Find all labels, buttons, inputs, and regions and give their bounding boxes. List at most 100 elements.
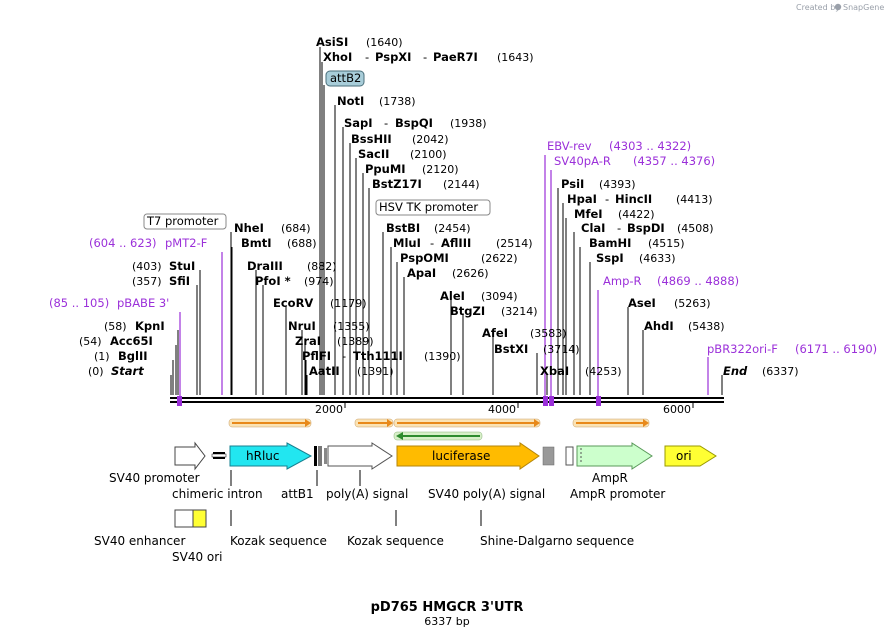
enzyme-tth111i: Tth111I — [353, 349, 403, 363]
t7-promoter-box — [143, 213, 227, 230]
ampr-promoter-block — [565, 446, 574, 466]
primer-amp-r-pos: (4869 .. 4888) — [657, 274, 739, 288]
enzyme-draiii: DraIII — [247, 259, 283, 273]
enzyme-mlui: MluI — [393, 236, 421, 250]
enzyme-clai: ClaI — [581, 221, 605, 235]
enzyme-alei: AleI — [440, 289, 465, 303]
primer-pbabe-3-pos: (85 .. 105) — [49, 296, 109, 310]
label-ampr-promoter: AmpR promoter — [570, 487, 665, 501]
feature-label-lines — [230, 470, 482, 526]
enzyme-ecorv-pos: (1179) — [330, 297, 367, 310]
enzyme-mlui-pos: (2514) — [496, 237, 533, 250]
enzyme-pfoi: PfoI * — [255, 274, 291, 288]
sv40-ori-block — [192, 509, 207, 528]
enzyme-xhoi-pos: (1643) — [497, 51, 534, 64]
enzyme-pfoi-pos: (974) — [304, 275, 334, 288]
primer-ebv-rev-pos: (4303 .. 4322) — [609, 139, 691, 153]
primer-ebv-rev: EBV-rev — [547, 139, 592, 153]
sequence-backbone — [170, 397, 724, 403]
enzyme-bmti: BmtI — [241, 236, 272, 250]
enzyme-pspxi: PspXI — [375, 50, 411, 64]
enzyme-psii: PsiI — [561, 177, 584, 191]
enzyme-nrui: NruI — [288, 319, 316, 333]
map-title: pD765 HMGCR 3'UTR — [371, 600, 524, 615]
label-polya-signal: poly(A) signal — [326, 487, 408, 501]
end-pos: (6337) — [762, 365, 799, 378]
label-sv40-polya-signal: SV40 poly(A) signal — [428, 487, 545, 501]
hrluc-arrow — [229, 442, 313, 470]
enzyme-mfei-pos: (4422) — [618, 208, 655, 221]
enzyme-asisi-pos: (1640) — [366, 36, 403, 49]
enzyme-pspomi-pos: (2622) — [481, 252, 518, 265]
label-attb1: attB1 — [281, 487, 314, 501]
ruler-label-2000: 2000 — [315, 403, 343, 416]
kozak-block — [314, 446, 317, 466]
ruler-label-6000: 6000 — [663, 403, 691, 416]
primer-sv40pa-r: SV40pA-R — [554, 154, 611, 168]
enzyme-sspi: SspI — [596, 251, 624, 265]
primer-pbabe-3: pBABE 3' — [117, 296, 169, 310]
end-label: End — [723, 364, 748, 378]
enzyme-kpni: KpnI — [135, 319, 165, 333]
credit-text: Created by — [796, 3, 840, 12]
enzyme-bamhi-pos: (4515) — [648, 237, 685, 250]
map-subtitle: 6337 bp — [424, 615, 469, 628]
primer-pbr322ori-f: pBR322ori-F — [707, 342, 778, 356]
start-label: Start — [111, 364, 144, 378]
enzyme-sspi-pos: (4633) — [639, 252, 676, 265]
primer-pmt2-f-pos: (604 .. 623) — [89, 236, 157, 250]
feature-track: hRluc luciferase ori — [174, 441, 717, 471]
enzyme-pflfi: PflFI — [302, 349, 331, 363]
credit-brand: SnapGene — [843, 3, 884, 12]
snapgene-logo-icon — [834, 3, 842, 11]
primer-marks — [177, 396, 601, 406]
enzyme-nrui-pos: (1355) — [333, 320, 370, 333]
ampr-arrow — [576, 442, 653, 470]
feature-ori: ori — [676, 449, 692, 463]
enzyme-bstz17i-pos: (2144) — [443, 178, 480, 191]
label-sv40-ori: SV40 ori — [172, 550, 223, 564]
enzyme-bsshii: BssHII — [351, 132, 392, 146]
enzyme-bglii-pos: (1) — [94, 350, 110, 363]
enzyme-bamhi: BamHI — [589, 236, 631, 250]
attb2-box — [325, 70, 365, 87]
enzyme-aatii-pos: (1391) — [357, 365, 394, 378]
label-sv40-enhancer: SV40 enhancer — [94, 534, 185, 548]
dash: - — [617, 221, 621, 235]
enzyme-asisi: AsiSI — [316, 35, 348, 49]
dash: - — [423, 50, 427, 64]
hsv-tk-promoter-box — [375, 199, 491, 216]
feature-hsv-tk-promoter: HSV TK promoter — [379, 200, 478, 214]
enzyme-sapi: SapI — [344, 116, 373, 130]
sv40-promoter-arrow — [174, 441, 206, 471]
label-kozak-sequence-1: Kozak sequence — [230, 534, 327, 548]
enzyme-clai-pos: (4508) — [677, 222, 714, 235]
enzyme-sapi-pos: (1938) — [450, 117, 487, 130]
enzyme-sacii-pos: (2100) — [410, 148, 447, 161]
enzyme-pspomi: PspOMI — [400, 251, 449, 265]
enzyme-afei-pos: (3583) — [530, 327, 567, 340]
enzyme-bspqi: BspQI — [395, 116, 433, 130]
ruler-ticks — [344, 402, 694, 408]
enzyme-bmti-pos: (688) — [287, 237, 317, 250]
feature-t7-promoter: T7 promoter — [146, 214, 219, 228]
luciferase-arrow — [396, 442, 540, 470]
enzyme-mfei: MfeI — [574, 207, 603, 221]
dash: - — [384, 116, 388, 130]
label-kozak-sequence-2: Kozak sequence — [347, 534, 444, 548]
primer-pmt2-f: pMT2-F — [165, 236, 207, 250]
enzyme-btgzi: BtgZI — [450, 304, 485, 318]
enzyme-paer7i: PaeR7I — [433, 50, 478, 64]
enzyme-pflfi-pos: (1390) — [424, 350, 461, 363]
enzyme-xhoi: XhoI — [323, 50, 352, 64]
enzyme-hpai-pos: (4413) — [676, 193, 713, 206]
enzyme-hincii: HincII — [615, 192, 652, 206]
primer-sv40pa-r-pos: (4357 .. 4376) — [633, 154, 715, 168]
enzyme-psii-pos: (4393) — [599, 178, 636, 191]
enzyme-zrai-pos: (1389) — [337, 335, 374, 348]
label-shine-dalgarno: Shine-Dalgarno sequence — [480, 534, 634, 548]
enzyme-draiii-pos: (882) — [307, 260, 337, 273]
enzyme-alei-pos: (3094) — [481, 290, 518, 303]
enzyme-ecorv: EcoRV — [273, 296, 313, 310]
enzyme-bstbi: BstBI — [386, 221, 420, 235]
